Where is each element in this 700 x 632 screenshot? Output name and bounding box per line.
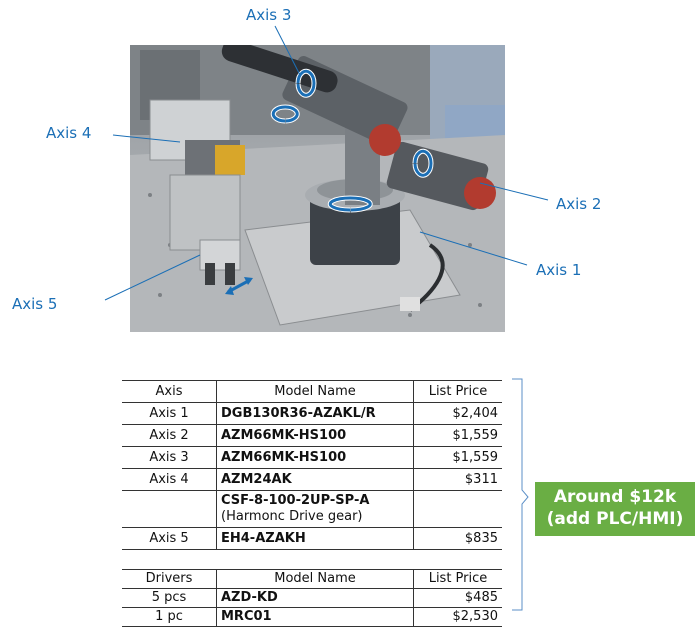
column-header-list-price: List Price	[413, 569, 502, 589]
price-cell: $485	[413, 588, 502, 608]
qty-cell: 5 pcs	[122, 588, 217, 608]
axis4-label: Axis 4	[46, 124, 92, 142]
axis4-rotation-arrow	[271, 105, 299, 123]
price-cell: $835	[413, 527, 502, 550]
axis-cell: Axis 3	[122, 446, 217, 469]
table-row: Axis 5 EH4-AZAKH $835	[122, 527, 502, 550]
drivers-price-table: Drivers Model Name List Price 5 pcs AZD-…	[122, 569, 502, 627]
model-cell: AZD-KD	[216, 588, 414, 608]
axis1-rotation-arrow	[328, 196, 372, 212]
axis3-label: Axis 3	[246, 6, 292, 24]
model-cell: CSF-8-100-2UP-SP-A (Harmonc Drive gear)	[216, 490, 414, 528]
price-cell	[413, 490, 502, 528]
price-cell: $311	[413, 468, 502, 491]
model-cell: AZM66MK-HS100	[216, 424, 414, 447]
price-cell: $2,404	[413, 402, 502, 425]
column-header-axis: Axis	[122, 380, 217, 403]
price-cell: $1,559	[413, 446, 502, 469]
price-bracket	[512, 378, 529, 611]
table-row: CSF-8-100-2UP-SP-A (Harmonc Drive gear)	[122, 490, 502, 528]
axis-cell: Axis 2	[122, 424, 217, 447]
axis3-rotation-arrow	[296, 69, 316, 97]
total-price-callout: Around $12k (add PLC/HMI)	[535, 482, 695, 536]
column-header-model-name: Model Name	[216, 569, 414, 589]
robot-arm-photo	[130, 45, 505, 332]
callout-line-1: Around $12k	[553, 487, 677, 507]
axis-price-table: Axis Model Name List Price Axis 1 DGB130…	[122, 380, 502, 550]
qty-cell: 1 pc	[122, 607, 217, 627]
callout-line-2: (add PLC/HMI)	[546, 509, 684, 529]
axis2-rotation-arrow	[413, 149, 433, 177]
price-cell: $1,559	[413, 424, 502, 447]
model-cell: MRC01	[216, 607, 414, 627]
model-subtext: (Harmonc Drive gear)	[221, 509, 363, 524]
table-header-row: Drivers Model Name List Price	[122, 569, 502, 589]
table-row: Axis 3 AZM66MK-HS100 $1,559	[122, 446, 502, 469]
table-row: 5 pcs AZD-KD $485	[122, 588, 502, 608]
column-header-list-price: List Price	[413, 380, 502, 403]
axis2-label: Axis 2	[556, 195, 602, 213]
price-cell: $2,530	[413, 607, 502, 627]
model-cell: AZM66MK-HS100	[216, 446, 414, 469]
robot-arm-illustration	[130, 45, 505, 332]
table-row: Axis 2 AZM66MK-HS100 $1,559	[122, 424, 502, 447]
column-header-drivers: Drivers	[122, 569, 217, 589]
model-cell: EH4-AZAKH	[216, 527, 414, 550]
table-row: 1 pc MRC01 $2,530	[122, 607, 502, 627]
model-cell: AZM24AK	[216, 468, 414, 491]
axis5-label: Axis 5	[12, 295, 58, 313]
axis-cell	[122, 490, 217, 528]
column-header-model-name: Model Name	[216, 380, 414, 403]
axis1-label: Axis 1	[536, 261, 582, 279]
table-header-row: Axis Model Name List Price	[122, 380, 502, 403]
axis-cell: Axis 1	[122, 402, 217, 425]
axis-cell: Axis 4	[122, 468, 217, 491]
table-row: Axis 1 DGB130R36-AZAKL/R $2,404	[122, 402, 502, 425]
axis-cell: Axis 5	[122, 527, 217, 550]
model-cell: DGB130R36-AZAKL/R	[216, 402, 414, 425]
model-name-text: CSF-8-100-2UP-SP-A	[221, 493, 370, 508]
table-row: Axis 4 AZM24AK $311	[122, 468, 502, 491]
